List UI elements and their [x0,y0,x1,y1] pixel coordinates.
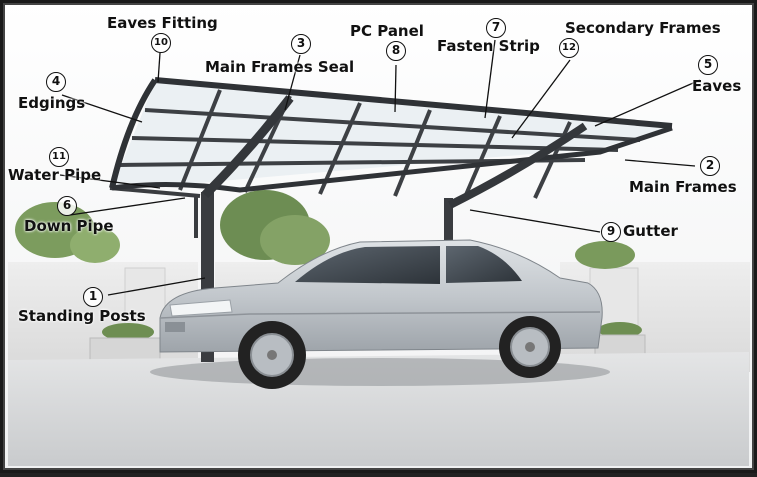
label-eaves: Eaves [692,77,742,95]
label-number-gutter: 9 [601,222,621,242]
label-number-main-frames-seal: 3 [291,34,311,54]
label-pc-panel: PC Panel [350,22,424,40]
label-eaves-fitting: Eaves Fitting [107,14,218,32]
canopy-roof [109,77,673,209]
label-down-pipe: Down Pipe [24,217,114,235]
label-number-standing-posts: 1 [83,287,103,307]
trees [15,190,642,341]
leader-lines [59,39,701,296]
label-fasten-strip: Fasten Strip [437,37,540,55]
label-number-secondary-frames: 12 [559,38,579,58]
label-number-pc-panel: 8 [386,41,406,61]
label-main-frames: Main Frames [629,178,737,196]
label-number-eaves-fitting: 10 [151,33,171,53]
car [159,239,603,389]
label-main-frames-seal: Main Frames Seal [205,58,355,76]
label-water-pipe: Water Pipe [8,166,102,184]
label-number-main-frames: 2 [700,156,720,176]
label-secondary-frames: Secondary Frames [565,19,721,37]
water-pipe [109,186,201,238]
label-number-fasten-strip: 7 [486,18,506,38]
floor [8,352,749,466]
label-number-eaves: 5 [698,55,718,75]
label-number-edgings: 4 [46,72,66,92]
label-number-down-pipe: 6 [57,196,77,216]
label-number-water-pipe: 11 [49,147,69,167]
label-gutter: Gutter [623,222,678,240]
label-edgings: Edgings [18,94,86,112]
label-standing-posts: Standing Posts [18,307,146,325]
